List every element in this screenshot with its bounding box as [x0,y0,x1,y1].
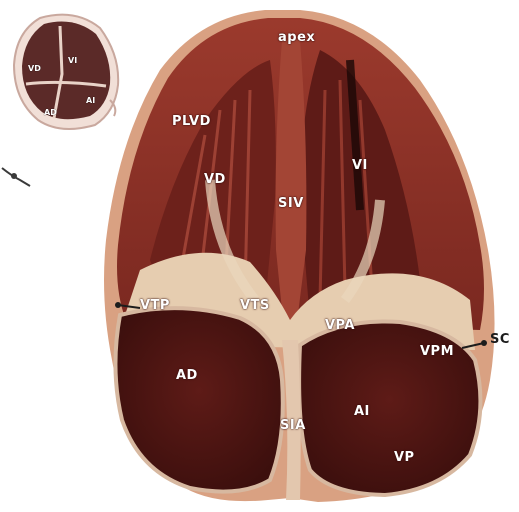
label-sia: SIA [280,418,306,433]
thumb-label-ai: AI [86,96,95,105]
label-vpm: VPM [420,344,454,359]
label-vp: VP [394,450,415,465]
right-atrium [115,308,282,491]
label-sc: SC [490,332,510,347]
thumb-label-vd: VD [28,64,41,73]
label-ai: AI [354,404,370,419]
label-siv: SIV [278,196,304,211]
thumb-label-vi: VI [68,56,77,65]
thumb-label-ad: AD [44,108,57,117]
probe-mark [2,168,30,186]
label-vpa: VPA [325,318,355,333]
label-vd: VD [204,172,226,187]
label-apex: apex [278,30,315,45]
label-vts: VTS [240,298,270,313]
label-vi: VI [352,158,368,173]
label-plvd: PLVD [172,114,211,129]
label-vtp: VTP [140,298,170,313]
label-ad: AD [176,368,198,383]
